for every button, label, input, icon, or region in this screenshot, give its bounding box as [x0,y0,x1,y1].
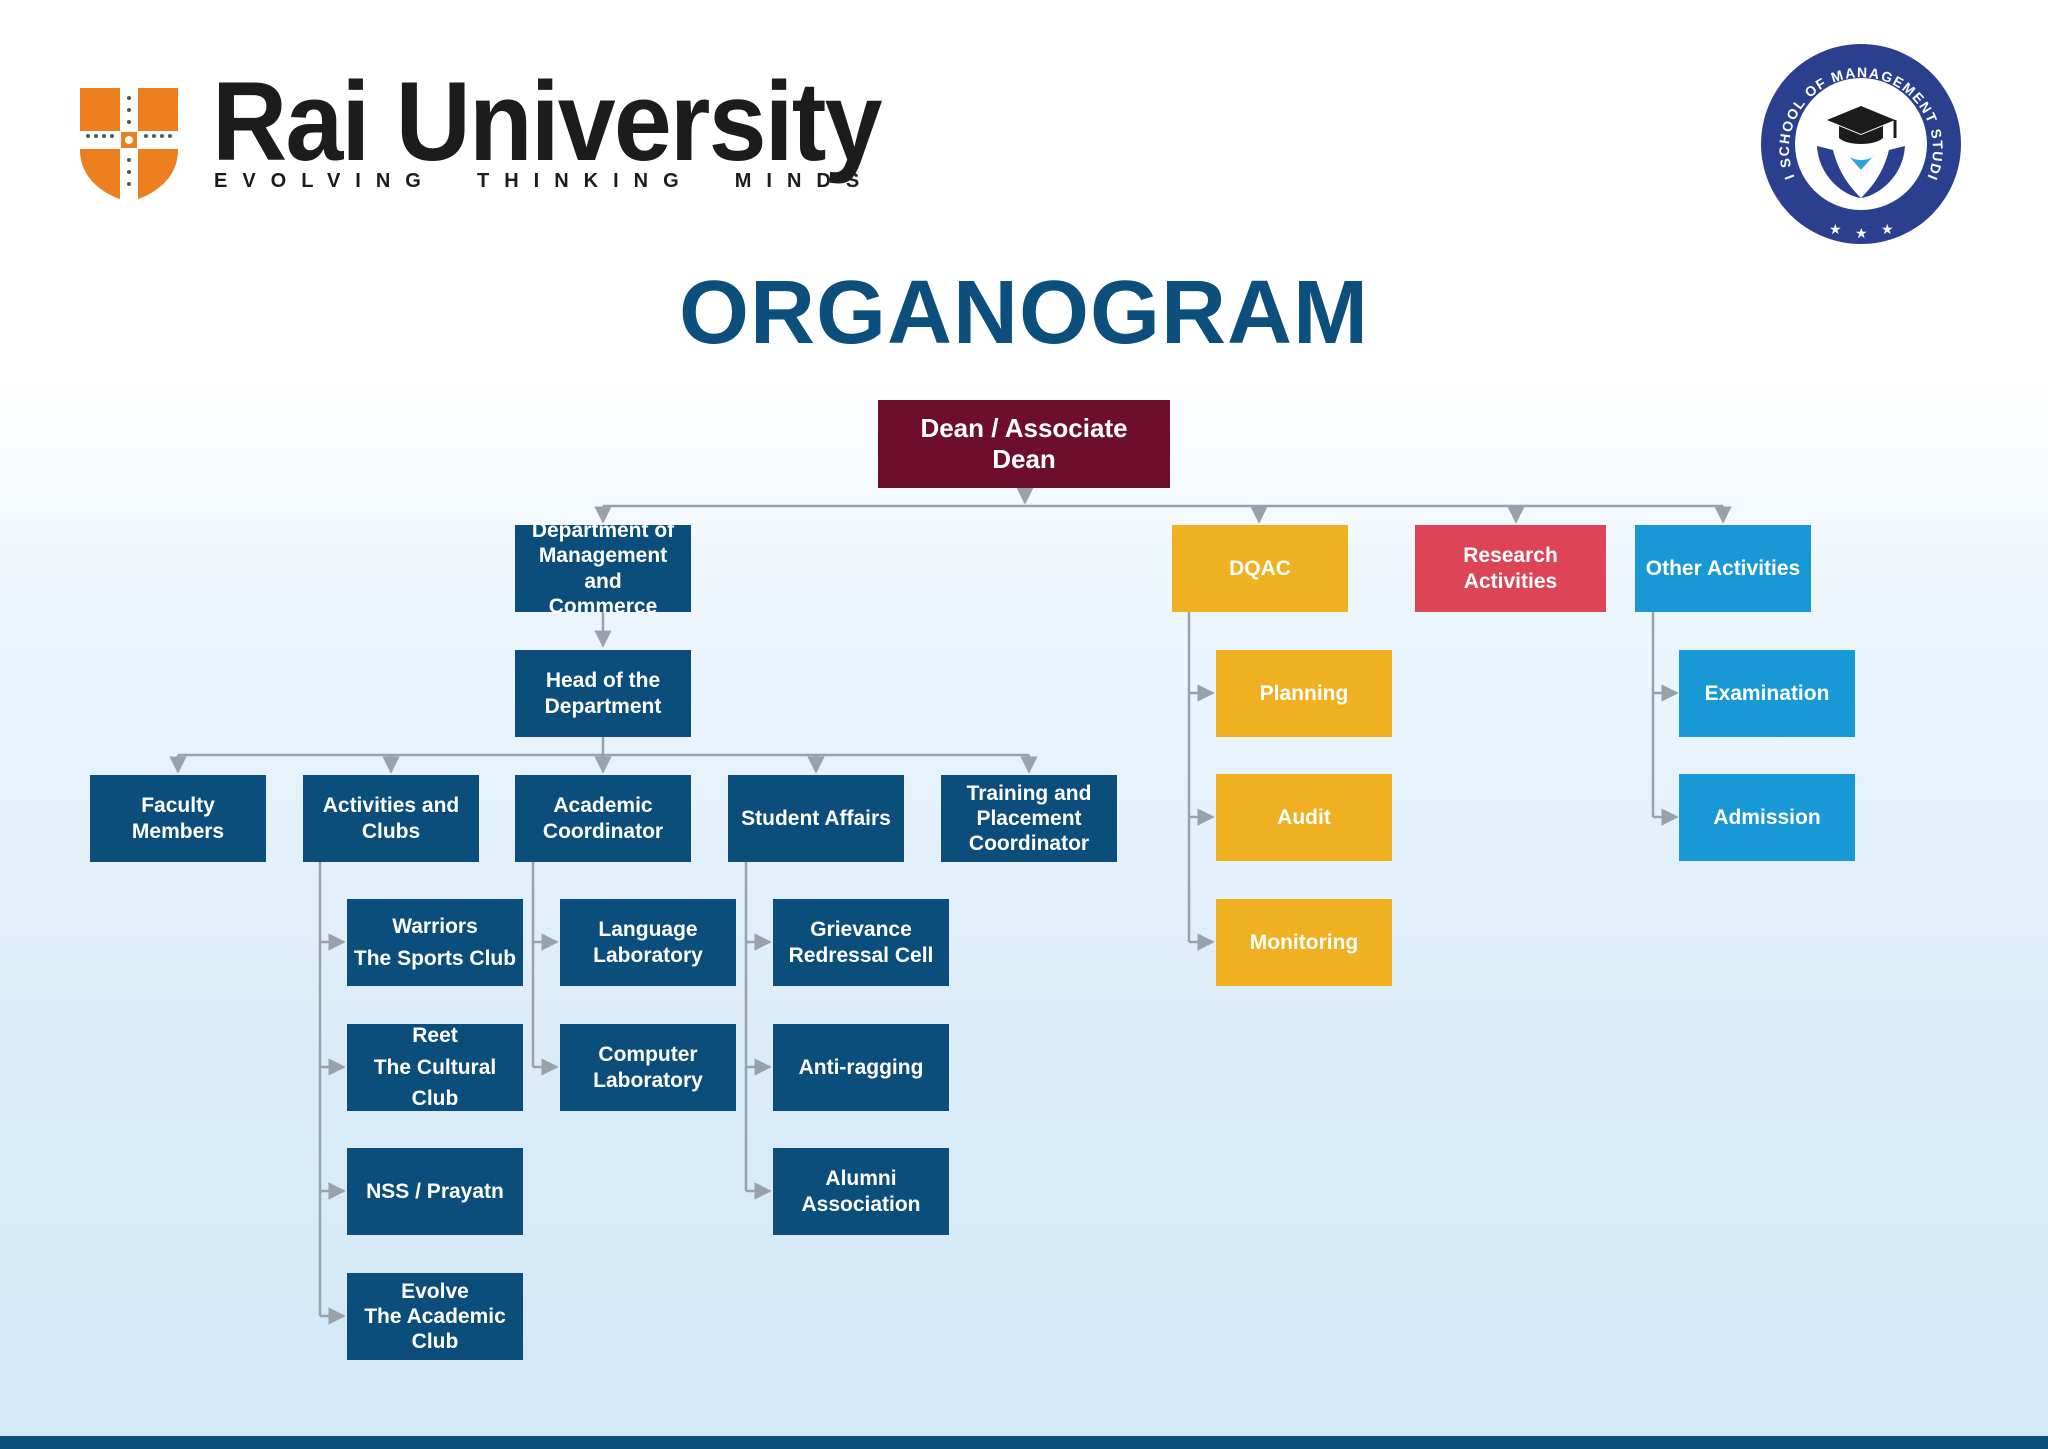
node-evolve-academic-club: Evolve The Academic Club [347,1273,523,1360]
node-head-of-department: Head of the Department [515,650,691,737]
node-department: Department of Management and Commerce [515,519,691,618]
node-academic-coordinator: Academic Coordinator [515,775,691,862]
node-other-activities: Other Activities [1635,525,1811,612]
node-dean: Dean / Associate Dean [878,400,1170,488]
node-audit: Audit [1216,774,1392,861]
graduation-cap-hands-icon [1817,106,1905,198]
node-alumni-association: Alumni Association [773,1148,949,1235]
node-training-placement: Training and Placement Coordinator [941,775,1117,862]
node-planning: Planning [1216,650,1392,737]
node-monitoring: Monitoring [1216,899,1392,986]
node-student-affairs: Student Affairs [728,775,904,862]
footer-bar [0,1436,2048,1449]
node-grievance-redressal-cell: Grievance Redressal Cell [773,899,949,986]
svg-text:★: ★ [1829,222,1842,238]
node-examination: Examination [1679,650,1855,737]
svg-text:★: ★ [1855,226,1868,242]
node-research-activities: Research Activities [1415,525,1606,612]
node-language-laboratory: Language Laboratory [560,899,736,986]
node-warriors-sports-club: Warriors The Sports Club [347,899,523,986]
brand-name: Rai University [212,59,883,184]
node-dqac: DQAC [1172,525,1348,612]
node-reet-cultural-club: Reet The Cultural Club [347,1024,523,1111]
node-admission: Admission [1679,774,1855,861]
svg-text:★: ★ [1881,222,1894,238]
node-faculty-members: Faculty Members [90,775,266,862]
node-computer-laboratory: Computer Laboratory [560,1024,736,1111]
page-title: ORGANOGRAM [679,263,1369,363]
school-seal: RAI SCHOOL OF MANAGEMENT STUDIES ★ ★ ★ [1755,38,1965,248]
brand-tagline: EVOLVING THINKING MINDS [214,170,875,192]
node-activities-clubs: Activities and Clubs [303,775,479,862]
university-shield-icon [80,88,178,202]
node-anti-ragging: Anti-ragging [773,1024,949,1111]
node-nss-prayatn: NSS / Prayatn [347,1148,523,1235]
